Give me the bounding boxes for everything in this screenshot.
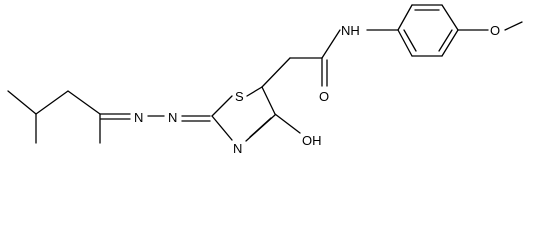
atom-label-ring-s: S bbox=[235, 89, 244, 104]
bond bbox=[246, 86, 263, 97]
alkyl-chain-bonds bbox=[7, 90, 211, 144]
atom-label-azo-n2: N bbox=[168, 110, 177, 125]
chemical-structure-diagram: NH O S O N N N OH bbox=[7, 4, 523, 156]
bond bbox=[397, 4, 413, 31]
bond bbox=[274, 113, 301, 134]
acetamide-bonds bbox=[261, 29, 341, 88]
atom-label-amide-nh: NH bbox=[341, 23, 360, 38]
bond bbox=[261, 57, 291, 88]
phenyl-ring-bonds bbox=[366, 4, 523, 57]
bond bbox=[397, 29, 413, 57]
bond bbox=[321, 29, 341, 59]
bond bbox=[67, 90, 101, 115]
bond bbox=[441, 4, 459, 31]
bond bbox=[211, 95, 233, 117]
atom-labels: NH O S O N N N OH bbox=[134, 23, 500, 156]
atom-label-methoxy-o: O bbox=[490, 23, 500, 38]
atom-label-azo-n1: N bbox=[134, 110, 143, 125]
bond bbox=[403, 29, 417, 52]
bond bbox=[211, 115, 233, 141]
atom-label-carbonyl-o: O bbox=[319, 89, 329, 104]
atom-label-hydroxyl: OH bbox=[302, 133, 322, 148]
bond bbox=[35, 90, 69, 115]
bond bbox=[249, 117, 272, 138]
thiazoline-ring-bonds bbox=[211, 86, 301, 142]
bond bbox=[7, 90, 37, 115]
bond bbox=[441, 29, 459, 57]
bond bbox=[504, 21, 523, 31]
bond bbox=[438, 29, 453, 52]
bond bbox=[261, 86, 276, 115]
atom-label-ring-n: N bbox=[233, 141, 242, 156]
